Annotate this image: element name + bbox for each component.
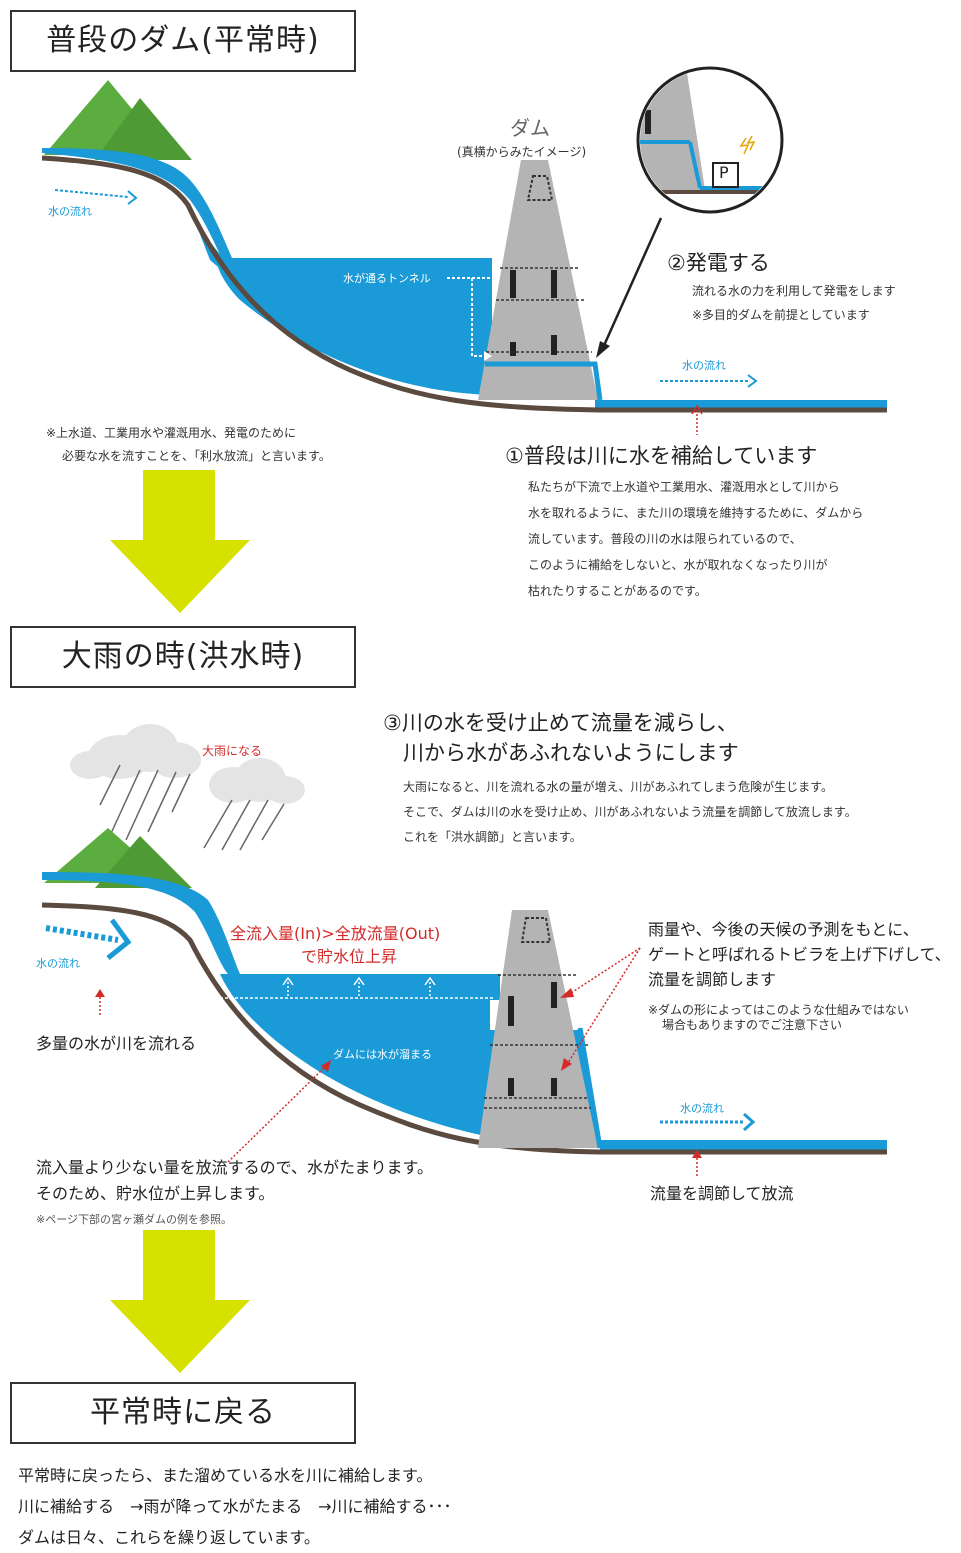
- rain-lines: [99, 764, 285, 851]
- gate-text: 雨量や、今後の天候の予測をもとに、 ゲートと呼ばれるトビラを上げ下げして、 流量…: [648, 917, 951, 992]
- inflow-line-1: 全流入量(In)>全放流量(Out): [230, 924, 441, 943]
- supply-line-2: 水を取れるように、また川の環境を維持するために、ダムから: [528, 506, 864, 520]
- flood-desc-line-1: 大雨になると、川を流れる水の量が増え、川があふれてしまう危険が生じます。: [403, 780, 833, 794]
- mountain-icon: [44, 80, 192, 160]
- release-note: ※ページ下部の宮ヶ瀬ダムの例を参照。: [36, 1213, 232, 1226]
- normal-dam-diagram: [41, 66, 887, 435]
- supply-line-3: 流しています。普段の川の水は限られているので、: [528, 532, 802, 546]
- flow-label-left: 水の流れ: [48, 205, 92, 218]
- power-marker: P: [719, 163, 729, 182]
- return-line-3: ダムは日々、これらを繰り返しています。: [18, 1528, 320, 1547]
- flood-flow-label-right: 水の流れ: [680, 1102, 724, 1115]
- flood-heading-line-1: ③川の水を受け止めて流量を減らし、: [383, 711, 738, 735]
- normal-note-line-2: 必要な水を流すことを、「利水放流」と言います。: [62, 449, 331, 463]
- down-arrow-1: [110, 470, 250, 613]
- return-text: 平常時に戻ったら、また溜めている水を川に補給します。 川に補給する →雨が降って…: [18, 1460, 452, 1553]
- much-water-label: 多量の水が川を流れる: [36, 1034, 197, 1053]
- generation-line-1: 流れる水の力を利用して発電をします: [692, 284, 896, 298]
- magnifier-circle: [636, 66, 784, 214]
- flood-dam-diagram: [41, 724, 887, 1176]
- tunnel-label: 水が通るトンネル: [343, 272, 431, 285]
- generation-heading: ②発電する: [667, 251, 770, 275]
- reservoir-label: ダムには水が溜まる: [333, 1048, 432, 1061]
- return-line-1: 平常時に戻ったら、また溜めている水を川に補給します。: [18, 1466, 433, 1485]
- inflow-line-2: で貯水位上昇: [301, 947, 398, 966]
- supply-line-5: 枯れたりすることがあるのです。: [528, 584, 707, 598]
- flood-desc-line-3: これを「洪水調節」と言います。: [403, 830, 582, 844]
- gate-note-line-1: ※ダムの形によってはこのような仕組みではない: [648, 1003, 909, 1017]
- down-arrow-2: [110, 1230, 250, 1373]
- adjust-label: 流量を調節して放流: [650, 1184, 794, 1203]
- section-title-return: 平常時に戻る: [10, 1382, 356, 1444]
- upper-river-flood: [42, 872, 240, 974]
- section-title-flood: 大雨の時(洪水時): [10, 626, 356, 688]
- flow-label-right: 水の流れ: [682, 359, 726, 372]
- release-line-1: 流入量より少ない量を放流するので、水がたまります。: [36, 1158, 433, 1177]
- supply-line-1: 私たちが下流で上水道や工業用水、灌漑用水として川から: [528, 480, 840, 494]
- gate-line-1: 雨量や、今後の天候の予測をもとに、: [648, 920, 919, 939]
- generation-line-2: ※多目的ダムを前提としています: [692, 308, 870, 322]
- supply-text: 私たちが下流で上水道や工業用水、灌漑用水として川から 水を取れるように、また川の…: [528, 474, 863, 604]
- supply-line-4: このように補給をしないと、水が取れなくなったり川が: [528, 558, 828, 572]
- flood-heading-line-2: 川から水があふれないようにします: [403, 741, 739, 765]
- downstream-river-flood: [600, 1140, 887, 1150]
- supply-heading: ①普段は川に水を補給しています: [505, 444, 818, 468]
- gate-line-2: ゲートと呼ばれるトビラを上げ下げして、: [648, 945, 951, 964]
- release-text: 流入量より少ない量を放流するので、水がたまります。 そのため、貯水位が上昇します…: [36, 1155, 433, 1207]
- downstream-river: [595, 400, 887, 410]
- dam-body: [478, 160, 598, 400]
- release-line-2: そのため、貯水位が上昇します。: [36, 1184, 275, 1203]
- flood-desc-line-2: そこで、ダムは川の水を受け止め、川があふれないよう流量を調節して放流します。: [403, 805, 857, 819]
- gate-note-line-2: 場合もありますのでご注意下さい: [662, 1018, 843, 1032]
- ground-line: [41, 155, 887, 413]
- rain-label: 大雨になる: [202, 744, 263, 758]
- upper-river: [42, 148, 232, 258]
- cloud-icon: [70, 724, 305, 804]
- gate-line-3: 流量を調節します: [648, 970, 777, 989]
- dam-label: ダム: [510, 116, 550, 140]
- section-title-normal: 普段のダム(平常時): [10, 10, 356, 72]
- flood-flow-label-left: 水の流れ: [36, 957, 80, 970]
- return-line-2: 川に補給する →雨が降って水がたまる →川に補給する･･･: [18, 1497, 452, 1516]
- normal-note-line-1: ※上水道、工業用水や灌漑用水、発電のために: [46, 426, 297, 440]
- dam-sublabel: (真横からみたイメージ): [457, 145, 587, 159]
